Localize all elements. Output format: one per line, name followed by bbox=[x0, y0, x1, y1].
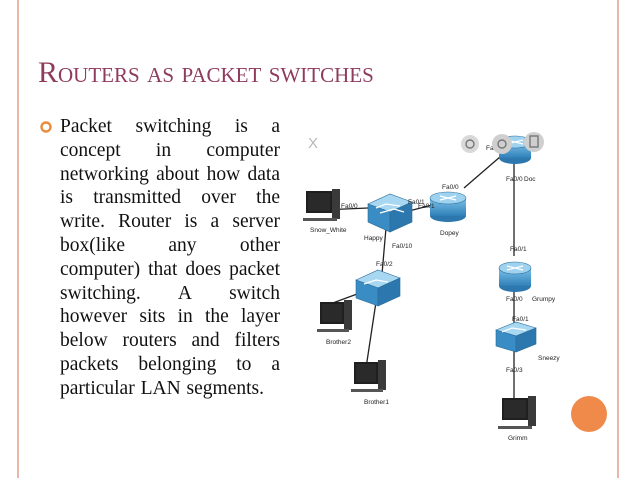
label-doc: Doc bbox=[524, 176, 536, 183]
network-diagram: Snow_White Fa0/0 Happy Fa0/1 Fa0/10 Dope… bbox=[290, 108, 610, 448]
label-sneezy: Sneezy bbox=[538, 355, 560, 362]
label-fa0-1-happy: Fa0/1 bbox=[408, 199, 425, 206]
close-icon[interactable]: X bbox=[308, 135, 318, 152]
label-fa0-0-dopey: Fa0/0 bbox=[442, 184, 459, 191]
bookmark-icon bbox=[529, 135, 539, 148]
switch-lower bbox=[355, 269, 401, 307]
focus-icon bbox=[465, 139, 475, 149]
switch-sneezy bbox=[495, 321, 537, 353]
network-links bbox=[321, 149, 515, 398]
label-grumpy: Grumpy bbox=[532, 296, 556, 303]
switch-happy bbox=[367, 193, 413, 233]
label-fa0-10: Fa0/10 bbox=[392, 243, 413, 250]
right-border-line bbox=[617, 0, 619, 478]
label-fa0-1-sneezy: Fa0/1 bbox=[512, 316, 529, 323]
label-fa0-2: Fa0/2 bbox=[376, 261, 393, 268]
pc-brother1 bbox=[351, 360, 386, 392]
label-fa0-1-dopey: Fa0/1 bbox=[418, 203, 435, 210]
label-fa0-1-doc: Fa0/1 bbox=[510, 246, 527, 253]
label-fa0-0-snow: Fa0/0 bbox=[341, 203, 358, 210]
left-border-line bbox=[17, 0, 19, 478]
label-snow-white: Snow_White bbox=[310, 227, 347, 234]
pc-brother2 bbox=[317, 300, 352, 332]
pc-snow-white bbox=[303, 189, 340, 221]
bullet-icon bbox=[40, 121, 52, 133]
label-fa0-0-doc: Fa0/0 bbox=[506, 176, 523, 183]
label-fa0-0-grumpy: Fa0/0 bbox=[506, 296, 523, 303]
slide-title: Routers as packet switches bbox=[38, 56, 374, 89]
label-brother1: Brother1 bbox=[364, 399, 389, 406]
router-dopey bbox=[429, 191, 467, 222]
body-text: Packet switching is a concept in compute… bbox=[60, 116, 280, 399]
label-brother2: Brother2 bbox=[326, 339, 351, 346]
share-icon bbox=[497, 139, 507, 149]
label-happy: Happy bbox=[364, 235, 384, 242]
router-grumpy bbox=[498, 261, 532, 292]
accent-dot bbox=[571, 396, 607, 432]
label-fa0-3: Fa0/3 bbox=[506, 367, 523, 374]
label-dopey: Dopey bbox=[440, 230, 460, 237]
pc-grimm bbox=[498, 396, 536, 429]
label-grimm: Grimm bbox=[508, 435, 528, 442]
overlay-controls bbox=[461, 132, 544, 154]
